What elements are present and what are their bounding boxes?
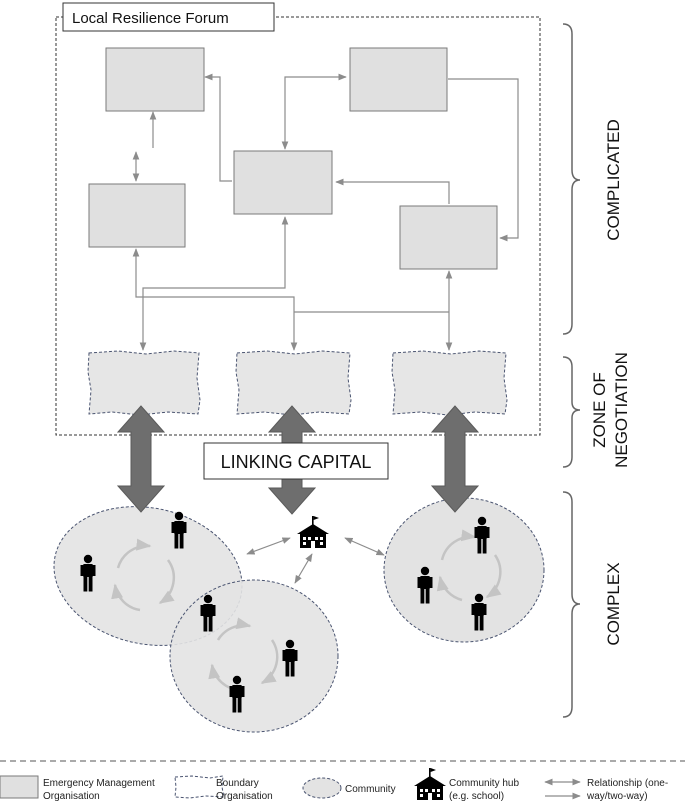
relationship-arrow bbox=[246, 537, 291, 555]
community-ellipse bbox=[383, 497, 545, 643]
cycle-arrow bbox=[440, 529, 477, 561]
emergency-organisation-box bbox=[105, 47, 205, 112]
complex-bracket bbox=[562, 491, 581, 718]
relationship-arrow bbox=[448, 78, 519, 242]
linking-capital-box bbox=[203, 442, 389, 480]
complex-label: COMPLEX bbox=[604, 562, 623, 645]
boundary-organisations bbox=[87, 350, 508, 416]
legend-hub-line2: (e.g. school) bbox=[449, 791, 504, 802]
relationship-arrow bbox=[294, 553, 313, 584]
cycle-arrow bbox=[158, 559, 176, 605]
forum-label: Local Resilience Forum bbox=[72, 10, 229, 27]
linking-arrow bbox=[116, 405, 166, 513]
boundary-organisation-box bbox=[235, 350, 352, 416]
complicated-label: COMPLICATED bbox=[604, 119, 623, 241]
cycle-arrow bbox=[485, 554, 502, 599]
linking-arrow bbox=[430, 405, 480, 513]
forum-label-box bbox=[62, 2, 275, 32]
relationship-arrow bbox=[139, 216, 289, 351]
forum-boundary bbox=[55, 16, 541, 436]
legend-relationship-line1: Relationship (one- bbox=[587, 778, 668, 789]
complicated-bracket bbox=[562, 23, 581, 335]
legend-hub-line1: Community hub bbox=[449, 778, 519, 789]
legend-relationship-line2: way/two-way) bbox=[586, 791, 648, 802]
communities bbox=[53, 497, 545, 733]
legend-emo-line1: Emergency Management bbox=[43, 778, 155, 789]
emergency-organisations bbox=[88, 47, 498, 270]
negotiation-label-line1: ZONE OF bbox=[590, 372, 609, 448]
relationship-arrow bbox=[281, 73, 347, 150]
emergency-organisation-box bbox=[88, 183, 186, 248]
negotiation-bracket bbox=[562, 356, 581, 468]
relationship-arrow bbox=[204, 73, 232, 182]
emergency-organisation-box bbox=[349, 47, 448, 112]
relationship-arrow bbox=[344, 537, 385, 556]
linking-capital-label: LINKING CAPITAL bbox=[221, 452, 372, 472]
relationship-arrow bbox=[335, 178, 450, 204]
relationship-arrow bbox=[132, 248, 298, 351]
legend-relationship-arrows bbox=[544, 778, 581, 800]
boundary-organisation-box bbox=[87, 350, 201, 416]
zone-brackets bbox=[562, 23, 581, 718]
legend-boundary-swatch bbox=[174, 775, 225, 799]
community-hub-icon bbox=[297, 516, 329, 548]
legend-boundary-line1: Boundary bbox=[216, 778, 259, 789]
boundary-organisation-box bbox=[391, 350, 508, 416]
relationship-lines bbox=[132, 73, 519, 351]
legend-emo-swatch bbox=[0, 775, 39, 799]
hub-relationships bbox=[246, 537, 385, 584]
legend-community: Community bbox=[345, 784, 396, 795]
community-ellipse bbox=[169, 579, 339, 733]
negotiation-label-line2: NEGOTIATION bbox=[612, 352, 631, 468]
legend: Emergency Management Organisation Bounda… bbox=[0, 768, 668, 802]
cycle-arrow bbox=[216, 617, 252, 641]
cycle-arrow bbox=[116, 538, 152, 569]
legend-emo-line2: Organisation bbox=[43, 791, 100, 802]
cycle-arrow bbox=[111, 583, 141, 612]
legend-hub-icon bbox=[414, 768, 446, 800]
cycle-arrow bbox=[436, 575, 463, 602]
emergency-organisation-box bbox=[399, 205, 498, 270]
cycle-arrow bbox=[260, 639, 279, 685]
legend-boundary-line2: Organisation bbox=[216, 791, 273, 802]
legend-community-swatch bbox=[302, 777, 342, 799]
emergency-organisation-box bbox=[233, 150, 333, 215]
